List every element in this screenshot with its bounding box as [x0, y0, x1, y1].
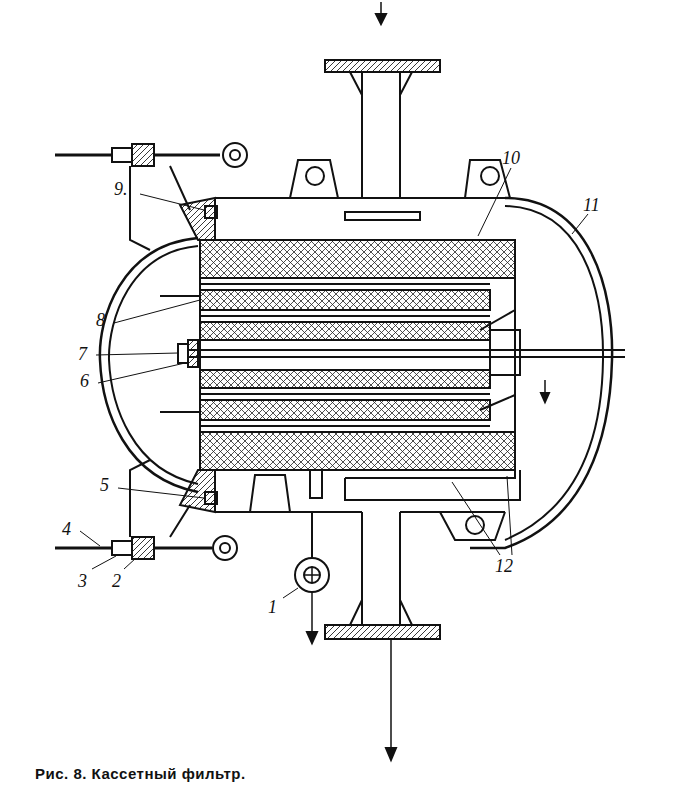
- callout-number: 6: [80, 372, 89, 390]
- callout-number: 1: [268, 598, 277, 616]
- callout-number: 8: [96, 311, 105, 329]
- callout-number: 7: [78, 345, 87, 363]
- figure-caption: Рис. 8. Кассетный фильтр.: [35, 765, 246, 782]
- callout-number: 4: [62, 520, 71, 538]
- callout-number: 3: [78, 572, 87, 590]
- callout-number: 2: [112, 572, 121, 590]
- callout-number: 12: [495, 557, 513, 575]
- callout-number: 9.: [114, 180, 128, 198]
- callout-number: 10: [502, 149, 520, 167]
- callout-number: 11: [583, 196, 600, 214]
- callout-number: 5: [100, 476, 109, 494]
